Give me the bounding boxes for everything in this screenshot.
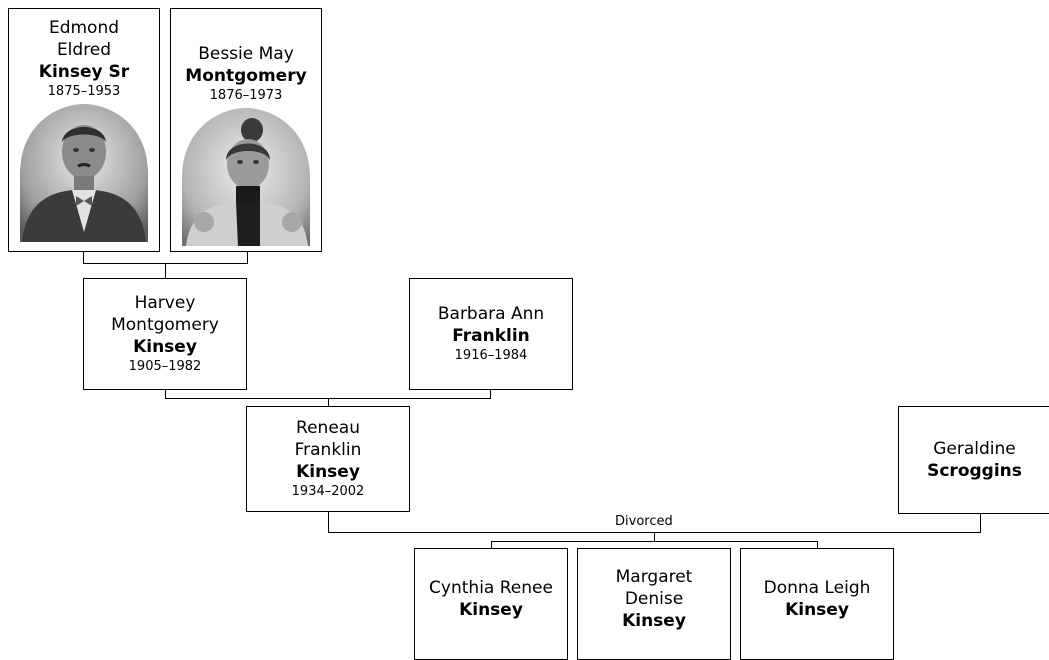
life-dates: 1875–1953 — [47, 84, 121, 99]
person-card-edmond[interactable]: Edmond Eldred Kinsey Sr 1875–1953 — [8, 8, 160, 252]
portrait-photo — [18, 104, 150, 242]
given-name: Harvey — [134, 293, 196, 313]
surname: Kinsey — [785, 600, 849, 620]
person-card-bessie[interactable]: Bessie May Montgomery 1876–1973 — [170, 8, 322, 252]
person-card-reneau[interactable]: Reneau Franklin Kinsey 1934–2002 — [246, 406, 410, 512]
given-name: Eldred — [56, 40, 112, 60]
edmond-bessie-couple-line — [83, 252, 248, 264]
surname: Kinsey — [296, 462, 360, 482]
person-card-geraldine[interactable]: Geraldine Scroggins — [898, 406, 1049, 514]
surname: Kinsey — [622, 611, 686, 631]
surname: Franklin — [452, 326, 530, 346]
life-dates: 1916–1984 — [454, 348, 528, 363]
person-card-barbara[interactable]: Barbara Ann Franklin 1916–1984 — [409, 278, 573, 390]
surname: Kinsey — [459, 600, 523, 620]
portrait-photo — [180, 108, 312, 246]
given-name: Denise — [624, 589, 684, 609]
person-card-harvey[interactable]: Harvey Montgomery Kinsey 1905–1982 — [83, 278, 247, 390]
surname: Kinsey — [133, 337, 197, 357]
harvey-barbara-couple-line — [165, 390, 491, 399]
surname: Kinsey Sr — [38, 62, 130, 82]
person-card-margaret[interactable]: Margaret Denise Kinsey — [577, 548, 731, 660]
children-sibling-line — [491, 541, 818, 548]
given-name: Edmond — [48, 18, 120, 38]
given-name: Franklin — [294, 440, 362, 460]
person-card-donna[interactable]: Donna Leigh Kinsey — [740, 548, 894, 660]
given-name: Bessie May — [198, 44, 294, 64]
person-card-cynthia[interactable]: Cynthia Renee Kinsey — [414, 548, 568, 660]
given-name: Barbara Ann — [437, 304, 545, 324]
life-dates: 1905–1982 — [128, 359, 202, 374]
divorced-label: Divorced — [615, 514, 673, 529]
given-name: Margaret — [615, 567, 693, 587]
given-name: Cynthia Renee — [429, 578, 553, 598]
life-dates: 1934–2002 — [291, 484, 365, 499]
given-name: Geraldine — [933, 439, 1016, 459]
given-name: Montgomery — [111, 315, 219, 335]
surname: Montgomery — [185, 66, 307, 86]
surname: Scroggins — [927, 461, 1022, 481]
given-name: Donna Leigh — [763, 578, 871, 598]
life-dates: 1876–1973 — [209, 88, 283, 103]
given-name: Reneau — [296, 418, 360, 438]
